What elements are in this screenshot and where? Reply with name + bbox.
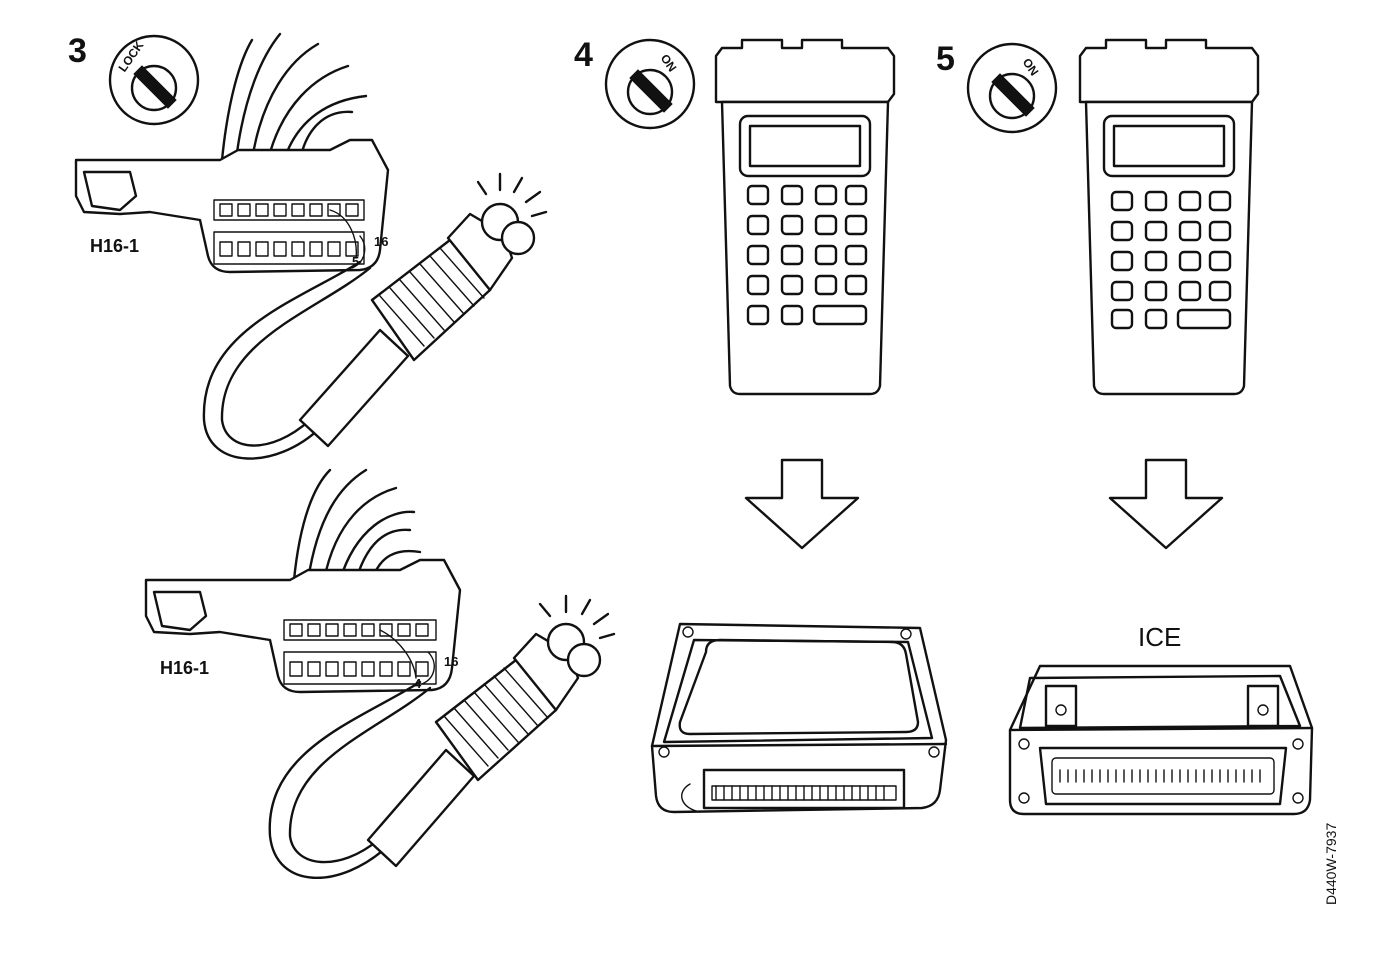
ignition-key-icon: LOCK xyxy=(108,34,200,126)
pin-label-b: 16 xyxy=(444,654,458,669)
pin-label-b: 16 xyxy=(374,234,388,249)
obd-connector-icon xyxy=(74,32,390,274)
connector-label: H16-1 xyxy=(160,658,209,678)
pin-label-a: 5 xyxy=(352,254,359,269)
ignition-key-icon: ON xyxy=(604,38,696,130)
test-lamp-icon xyxy=(268,594,616,879)
figure-id: D440W-7937 xyxy=(1323,823,1339,905)
down-arrow-icon xyxy=(744,458,860,550)
test-lamp-icon xyxy=(202,172,548,460)
obd-connector-icon xyxy=(144,468,462,694)
ignition-key-icon: ON xyxy=(966,42,1058,134)
panel-step-4: 4 ON xyxy=(574,36,948,814)
control-module-icon xyxy=(1008,664,1314,816)
connector-label: H16-1 xyxy=(90,236,139,256)
step-number: 5 xyxy=(936,40,955,78)
panel-step-5: 5 ON ICE xyxy=(936,38,1314,816)
keypad xyxy=(1110,190,1232,330)
keypad xyxy=(746,184,868,326)
down-arrow-icon xyxy=(1108,458,1224,550)
scan-tool-icon xyxy=(1078,38,1260,396)
step-number: 3 xyxy=(68,32,87,70)
module-label: ICE xyxy=(1138,622,1181,652)
panel-step-3: 3 LOCK xyxy=(68,32,616,879)
scan-tool-icon xyxy=(714,38,896,396)
control-module-icon xyxy=(650,622,948,814)
step-number: 4 xyxy=(574,36,593,74)
